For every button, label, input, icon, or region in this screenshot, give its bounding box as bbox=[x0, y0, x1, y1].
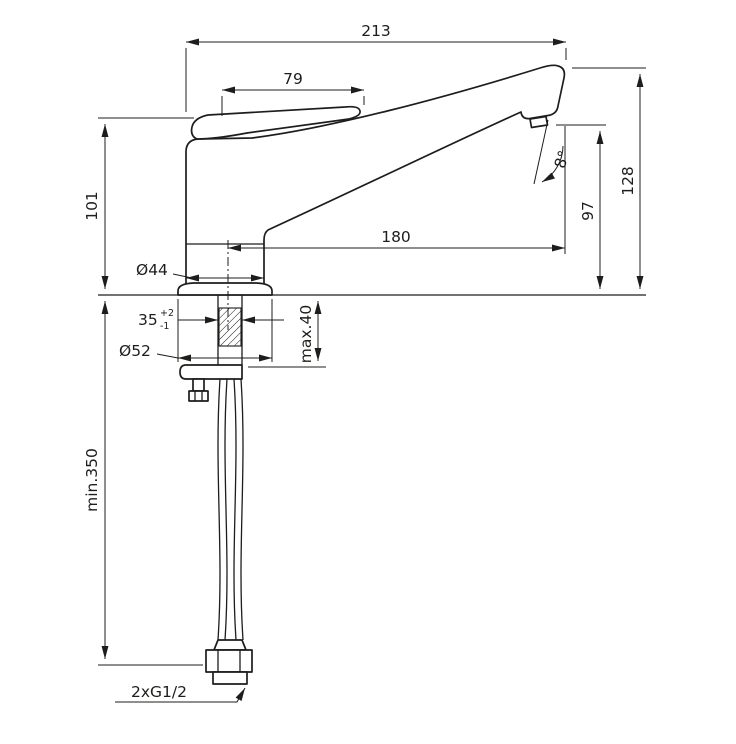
hose-ferrule bbox=[213, 639, 247, 651]
mounting-nut bbox=[188, 390, 209, 402]
hose-line bbox=[240, 378, 244, 641]
dim-o44: Ø44 bbox=[136, 261, 264, 282]
dim-label-79: 79 bbox=[283, 70, 303, 88]
dim-8deg: 8° bbox=[533, 119, 574, 185]
dim-79: 79 bbox=[221, 70, 365, 116]
threaded-shank bbox=[217, 295, 243, 365]
dim-label-o44: Ø44 bbox=[136, 261, 168, 279]
dim-128: 128 bbox=[572, 67, 646, 289]
hose-line bbox=[224, 378, 228, 641]
hex-nut bbox=[205, 649, 253, 673]
dim-label-min350: min.350 bbox=[83, 448, 101, 512]
mounting-bolt bbox=[192, 378, 205, 392]
dim-213: 213 bbox=[185, 22, 567, 112]
dim-label-35-tol-lower: -1 bbox=[160, 321, 169, 332]
dim-label-35: 35 bbox=[138, 311, 158, 329]
dim-label-o52: Ø52 bbox=[119, 342, 151, 360]
mounting-bracket bbox=[179, 364, 243, 402]
faucet-outline-group bbox=[98, 64, 646, 685]
thread-hatch bbox=[218, 307, 242, 347]
dim-label-213: 213 bbox=[361, 22, 391, 40]
supply-hoses bbox=[217, 378, 244, 641]
faucet-handle bbox=[190, 105, 361, 140]
dim-label-97: 97 bbox=[579, 201, 597, 221]
dim-label-101: 101 bbox=[83, 191, 101, 221]
dim-label-2xg12: 2xG1/2 bbox=[131, 683, 187, 701]
hose-line bbox=[217, 378, 221, 641]
faucet-body-spout bbox=[185, 64, 566, 286]
hose-nut bbox=[205, 639, 253, 685]
dim-2xg12: 2xG1/2 bbox=[115, 683, 246, 703]
dim-label-max40: max.40 bbox=[297, 305, 315, 363]
dim-label-35-tol-upper: +2 bbox=[160, 308, 174, 319]
dim-35: 35 +2 -1 bbox=[138, 308, 284, 332]
dim-180: 180 bbox=[227, 126, 566, 330]
base-escutcheon bbox=[177, 282, 273, 296]
dim-o52: Ø52 bbox=[119, 299, 273, 362]
dim-max40: max.40 bbox=[248, 301, 326, 368]
dimension-annotations: 213 79 128 97 8° bbox=[83, 22, 646, 703]
dim-label-128: 128 bbox=[619, 166, 637, 196]
hose-line bbox=[233, 378, 237, 641]
dim-101: 101 bbox=[83, 117, 194, 289]
dim-label-8deg: 8° bbox=[551, 148, 574, 170]
dim-97: 97 bbox=[556, 124, 606, 289]
dim-label-180: 180 bbox=[381, 228, 411, 246]
dim-min350: min.350 bbox=[83, 301, 203, 666]
aerator-tip bbox=[529, 115, 549, 129]
nut-collar bbox=[212, 671, 248, 685]
